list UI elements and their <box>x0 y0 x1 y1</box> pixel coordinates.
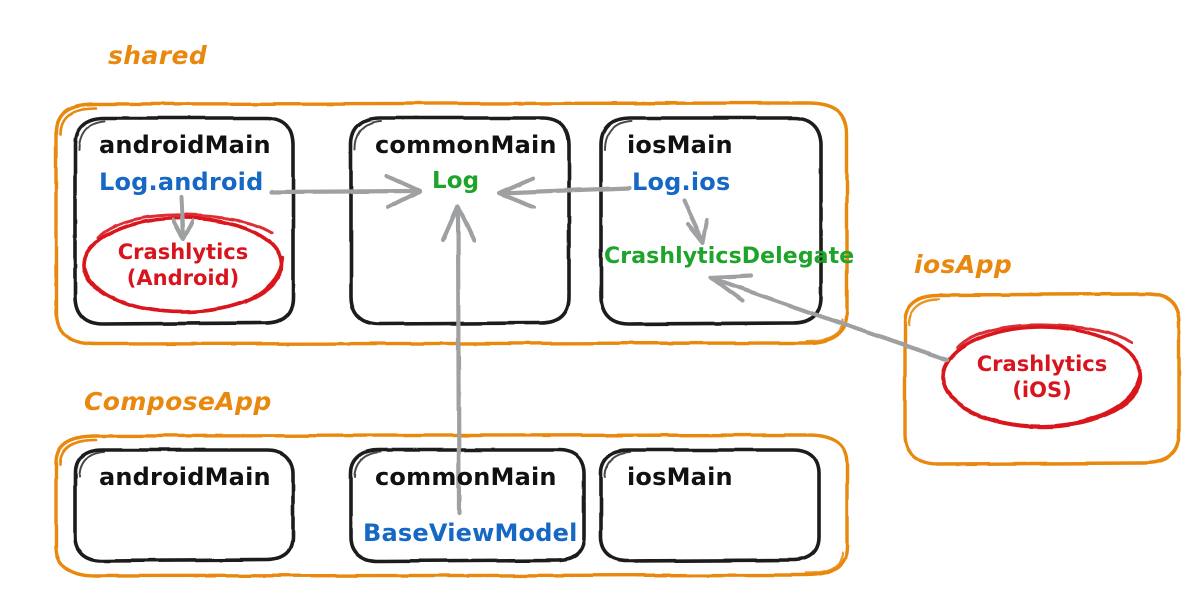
module-box-compose-commonmain <box>349 448 586 563</box>
node-ellipse-crashlytics-ios <box>941 323 1143 429</box>
module-box-shared-iosmain <box>599 116 823 326</box>
module-box-compose-androidmain <box>73 448 295 563</box>
arrow-log-android-to-log <box>269 173 423 210</box>
arrow-log-android-to-crashlytics-android <box>171 195 195 241</box>
group-container-composeapp <box>54 433 849 578</box>
arrow-crashlytics-ios-to-crashlytics-delegate <box>708 273 950 363</box>
arrow-log-ios-to-log <box>496 175 633 210</box>
module-box-compose-iosmain <box>599 448 821 563</box>
arrow-baseviewmodel-to-log <box>440 203 477 516</box>
arrow-log-ios-to-crashlytics-delegate <box>682 199 709 245</box>
